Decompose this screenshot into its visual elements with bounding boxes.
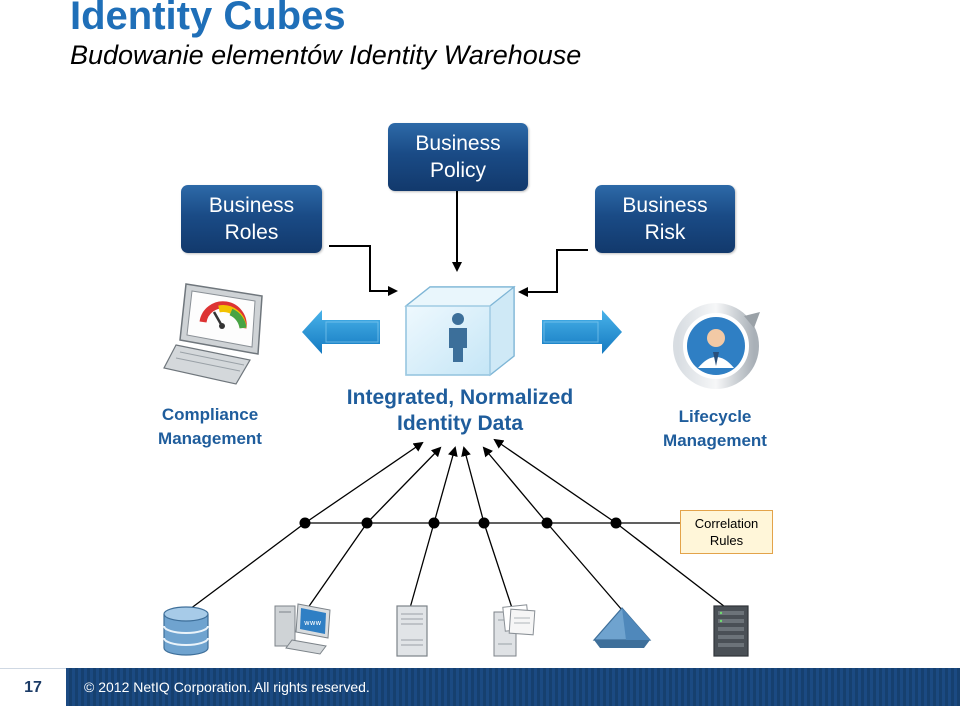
- business-policy-box: Business Policy: [388, 123, 528, 191]
- box-label-line: Business: [622, 194, 708, 217]
- correlation-rules-box: Correlation Rules: [680, 510, 773, 554]
- directory-pyramid-icon: [592, 607, 652, 648]
- business-roles-box: Business Roles: [181, 185, 322, 253]
- box-label-line: Policy: [429, 159, 487, 182]
- box-label-line: Business: [208, 194, 295, 217]
- box-label-line: Risk: [644, 221, 686, 244]
- footer-bar: [0, 668, 960, 706]
- server-icon: [396, 605, 428, 657]
- caption-line: Integrated, Normalized: [346, 386, 574, 409]
- caption-line: Lifecycle: [678, 407, 752, 426]
- documents-icon: [493, 604, 536, 657]
- caption-line: Management: [663, 431, 767, 450]
- database-icon: [163, 606, 209, 656]
- correlation-line: Rules: [709, 533, 744, 548]
- identity-cube-icon: [404, 285, 516, 377]
- svg-text:www: www: [304, 619, 321, 627]
- business-risk-box: Business Risk: [595, 185, 735, 253]
- connector-roles: [329, 245, 398, 296]
- caption-line: Compliance: [161, 405, 259, 424]
- fan-connectors: [185, 438, 730, 613]
- compliance-caption: Compliance Management: [140, 403, 280, 451]
- user-cycle-icon: [673, 303, 760, 389]
- box-label-line: Roles: [224, 221, 279, 244]
- server-rack-icon: [713, 605, 749, 657]
- copyright-text: © 2012 NetIQ Corporation. All rights res…: [84, 679, 370, 695]
- arrow-right-icon: [542, 310, 622, 354]
- slide-title: Identity Cubes: [70, 0, 346, 38]
- identity-data-caption: Integrated, Normalized Identity Data: [320, 385, 600, 437]
- box-label-line: Business: [415, 132, 501, 155]
- page-number: 17: [0, 668, 66, 707]
- monitor-gauge-icon: [163, 283, 263, 385]
- slide-subtitle: Budowanie elementów Identity Warehouse: [70, 40, 582, 70]
- correlation-line: Correlation: [694, 516, 759, 531]
- connector-risk: [518, 249, 588, 297]
- web-workstation-icon: www: [274, 603, 331, 655]
- caption-line: Management: [158, 429, 262, 448]
- arrow-left-icon: [302, 310, 380, 354]
- junction-dots: [299, 517, 622, 529]
- lifecycle-caption: Lifecycle Management: [640, 405, 790, 453]
- caption-line: Identity Data: [396, 412, 524, 435]
